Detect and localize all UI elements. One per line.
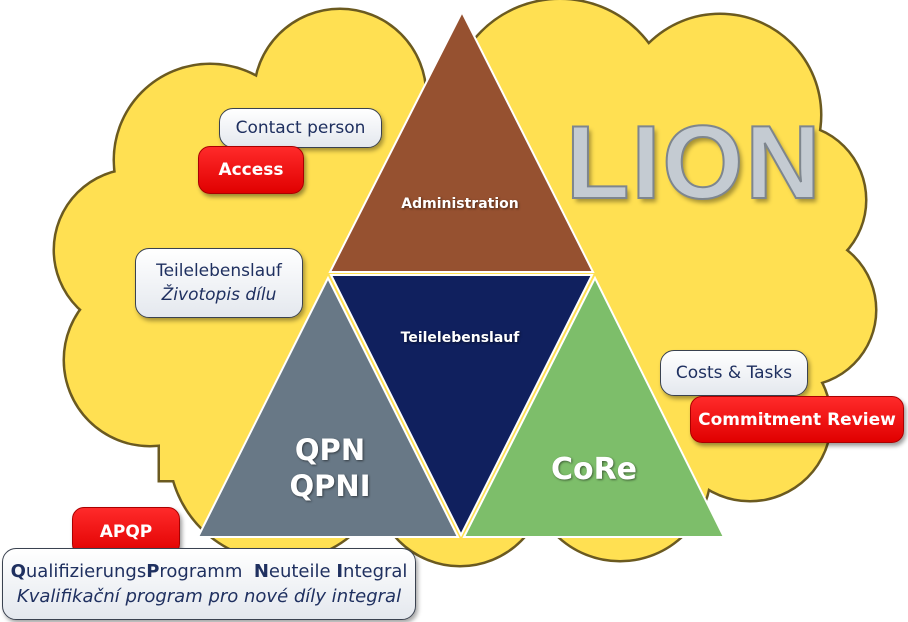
qpni-czech-text: Kvalifikační program pro nové díly integ… <box>16 586 402 607</box>
word-part: rogramm <box>159 561 243 582</box>
initial-q: Q <box>10 561 26 582</box>
triangle-core <box>462 275 726 538</box>
word-part: euteile <box>268 561 331 582</box>
costs-tasks-text: Costs & Tasks <box>675 363 793 383</box>
initial-p: P <box>146 561 160 582</box>
costs-tasks-callout: Costs & Tasks <box>660 350 808 396</box>
qpn-label: QPN QPNI <box>260 432 400 504</box>
word-part: ualifizierungs <box>25 561 147 582</box>
qpni-german-text: QualifizierungsProgramm Neuteile Integra… <box>3 559 415 584</box>
teilelebenslauf-label: Teilelebenslauf <box>400 330 520 346</box>
apqp-button[interactable]: APQP <box>72 507 180 556</box>
word-part: ntegral <box>343 561 408 582</box>
initial-i: I <box>336 561 344 582</box>
administration-label: Administration <box>401 196 519 212</box>
lion-title: LION <box>565 104 823 222</box>
initial-n: N <box>253 561 269 582</box>
triangle-qpn <box>196 275 460 538</box>
teilelebenslauf-cz-text: Životopis dílu <box>161 285 277 305</box>
qpn-text: QPN <box>294 433 366 467</box>
triangle-administration <box>328 9 595 273</box>
commitment-review-button[interactable]: Commitment Review <box>690 396 904 443</box>
access-button[interactable]: Access <box>198 146 304 194</box>
contact-person-text: Contact person <box>235 118 366 138</box>
teilelebenslauf-callout: Teilelebenslauf Životopis dílu <box>135 248 303 318</box>
contact-person-callout: Contact person <box>219 108 382 148</box>
teilelebenslauf-de-text: Teilelebenslauf <box>156 261 282 281</box>
triangle-teilelebenslauf <box>329 274 594 538</box>
qpni-definition-box: QualifizierungsProgramm Neuteile Integra… <box>2 548 416 620</box>
core-label: CoRe <box>550 452 638 487</box>
qpni-text: QPNI <box>289 469 371 503</box>
